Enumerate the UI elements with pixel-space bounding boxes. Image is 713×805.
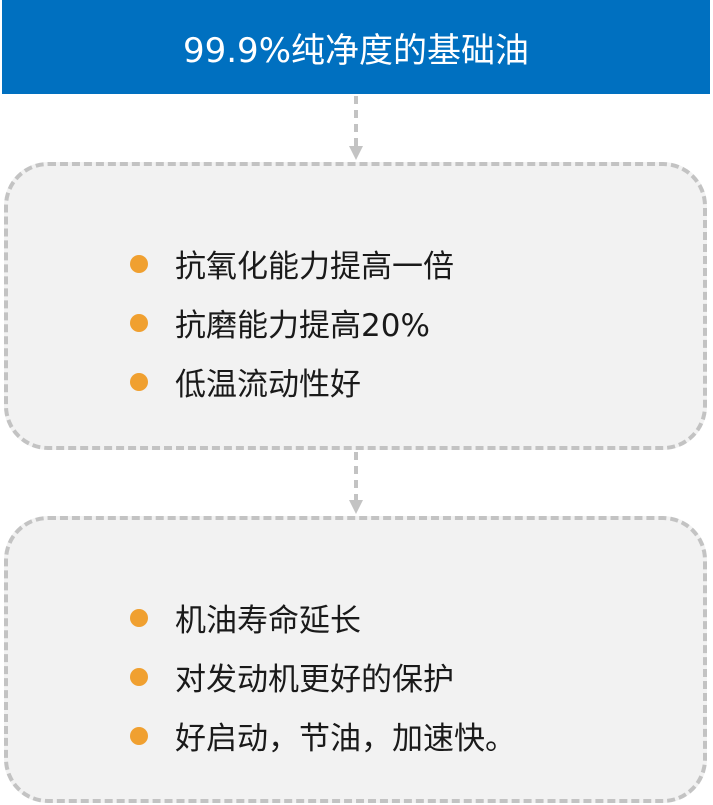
list-item: 抗氧化能力提高一倍 [130, 234, 454, 293]
list-item-label: 机油寿命延长 [175, 603, 361, 639]
connector-arrow-1 [348, 94, 364, 162]
bullet-dot-icon [130, 372, 148, 391]
list-item-label: 抗磨能力提高20% [175, 308, 430, 344]
header-banner: 99.9%纯净度的基础油 [2, 0, 710, 94]
connector-arrow-2 [348, 450, 364, 516]
list-item: 抗磨能力提高20% [130, 293, 454, 352]
list-item-label: 好启动，节油，加速快。 [175, 721, 516, 757]
feature-list-2: 机油寿命延长 对发动机更好的保护 好启动，节油，加速快。 [130, 588, 516, 765]
bullet-dot-icon [130, 313, 148, 332]
feature-box-1: 抗氧化能力提高一倍 抗磨能力提高20% 低温流动性好 [4, 162, 707, 450]
feature-list-1: 抗氧化能力提高一倍 抗磨能力提高20% 低温流动性好 [130, 234, 454, 411]
feature-box-2: 机油寿命延长 对发动机更好的保护 好启动，节油，加速快。 [4, 516, 707, 803]
bullet-dot-icon [130, 726, 148, 745]
list-item: 好启动，节油，加速快。 [130, 706, 516, 765]
bullet-dot-icon [130, 667, 148, 686]
list-item: 低温流动性好 [130, 352, 454, 411]
list-item-label: 抗氧化能力提高一倍 [175, 249, 454, 285]
bullet-dot-icon [130, 254, 148, 273]
header-title: 99.9%纯净度的基础油 [182, 30, 529, 71]
list-item: 机油寿命延长 [130, 588, 516, 647]
list-item: 对发动机更好的保护 [130, 647, 516, 706]
bullet-dot-icon [130, 608, 148, 627]
list-item-label: 对发动机更好的保护 [175, 662, 454, 698]
list-item-label: 低温流动性好 [175, 367, 361, 403]
